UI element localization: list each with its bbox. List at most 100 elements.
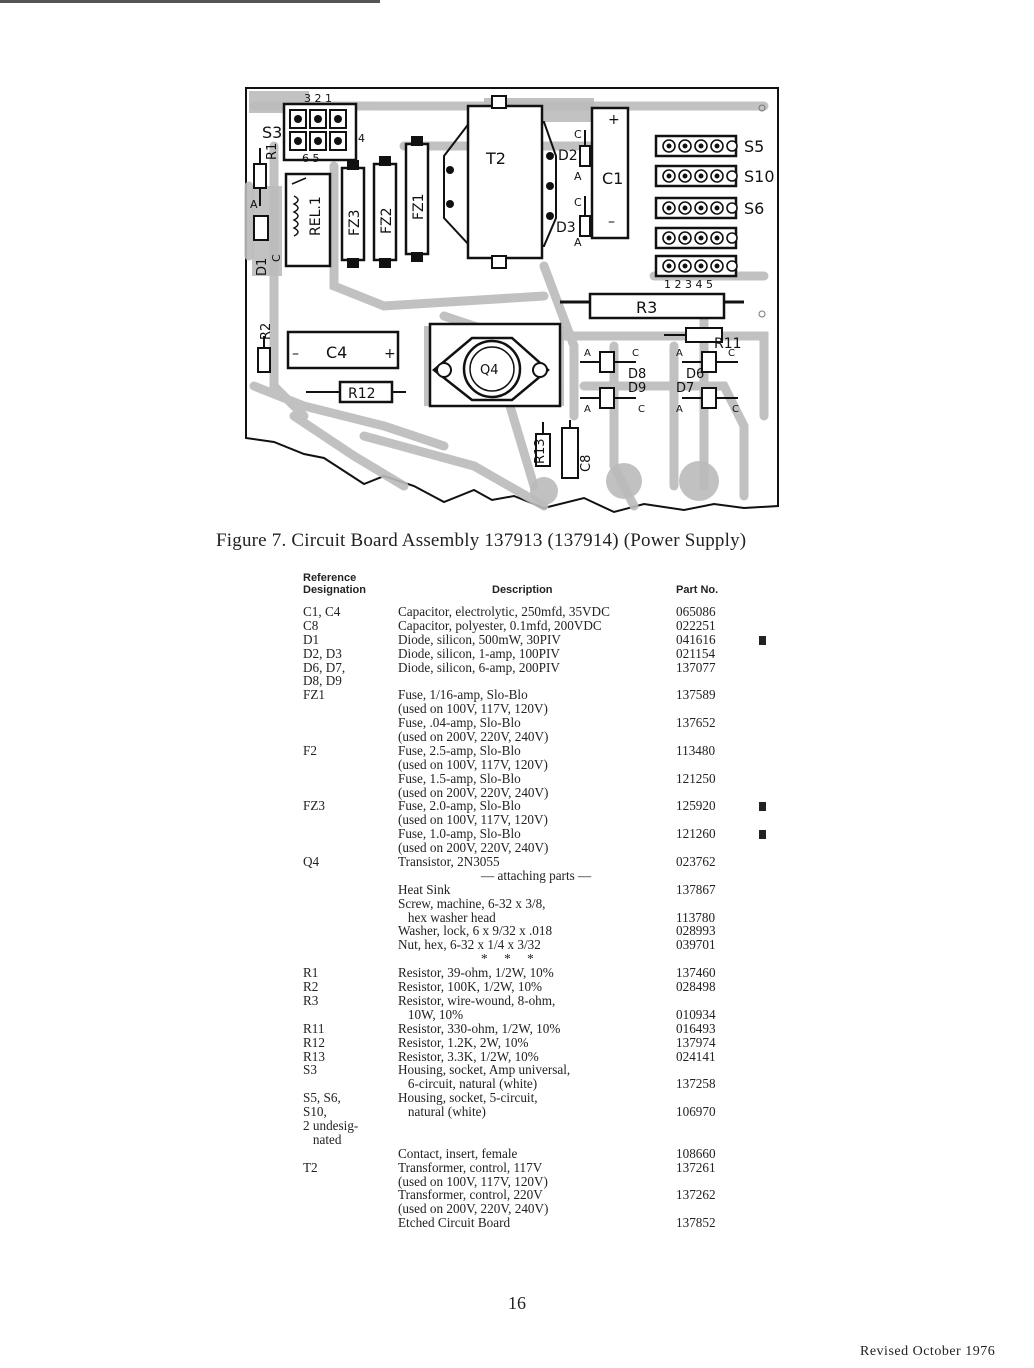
table-row: Screw, machine, 6-32 x 3/8, [303, 895, 783, 911]
part-number: 125920 [676, 798, 716, 814]
table-row: (used on 200V, 220V, 240V) [303, 730, 783, 744]
part-description: Transformer, control, 117V [398, 1159, 543, 1175]
part-number: 137974 [676, 1034, 716, 1050]
reference-designation: C8 [303, 617, 319, 633]
label-d2: D2 [558, 148, 578, 164]
reference-designation: 2 undesig- [303, 1117, 359, 1133]
header-ref-line2: Designation [303, 584, 366, 596]
label-d8-a: A [584, 348, 591, 359]
label-c1-minus: – [608, 214, 615, 230]
reference-designation: Q4 [303, 854, 320, 870]
reference-designation: FZ3 [303, 798, 325, 814]
part-description: (used on 100V, 117V, 120V) [398, 1173, 548, 1189]
part-description: Resistor, 330-ohm, 1/2W, 10% [398, 1020, 561, 1036]
table-row: R3 Resistor, wire-wound, 8-ohm, [303, 994, 783, 1008]
label-c8: C8 [579, 455, 594, 472]
label-r2: R2 [259, 323, 274, 340]
revision-mark [759, 802, 766, 812]
reference-designation: nated [303, 1131, 342, 1147]
label-s3: S3 [262, 123, 282, 142]
top-rule [0, 0, 380, 3]
part-number: 137077 [676, 659, 716, 675]
label-s5: S5 [744, 137, 764, 156]
table-row: Etched Circuit Board 137852 [303, 1216, 783, 1230]
part-number: 108660 [676, 1145, 716, 1161]
part-description: (used on 200V, 220V, 240V) [398, 729, 549, 745]
label-pin4: 4 [358, 132, 365, 145]
part-description: Resistor, 100K, 1/2W, 10% [398, 979, 543, 995]
part-number: 023762 [676, 854, 716, 870]
label-d7-a: A [676, 404, 683, 415]
part-description: Transistor, 2N3055 [398, 854, 500, 870]
part-description: Etched Circuit Board [398, 1215, 511, 1231]
part-description: Resistor, wire-wound, 8-ohm, [398, 992, 556, 1008]
part-number: 137652 [676, 715, 716, 731]
part-number: 137258 [676, 1076, 716, 1092]
part-description: natural (white) [398, 1104, 486, 1120]
part-description: Fuse, .04-amp, Slo-Blo [398, 715, 521, 731]
reference-designation: R3 [303, 992, 319, 1008]
part-number: 010934 [676, 1006, 716, 1022]
table-row: S5, S6,Housing, socket, 5-circuit, [303, 1091, 783, 1105]
part-description: Fuse, 1.0-amp, Slo-Blo [398, 826, 521, 842]
reference-designation: D8, D9 [303, 673, 342, 689]
label-t2: T2 [485, 149, 506, 168]
part-description: Diode, silicon, 6-amp, 200PIV [398, 659, 560, 675]
reference-designation: S3 [303, 1062, 317, 1078]
part-description: Capacitor, polyester, 0.1mfd, 200VDC [398, 617, 602, 633]
label-d3-a: A [574, 236, 582, 249]
table-row: * * * [303, 952, 783, 966]
table-row: Q4 Transistor, 2N3055 023762 [303, 855, 783, 869]
label-c4-plus: + [384, 346, 396, 362]
page-number: 16 [508, 1293, 526, 1313]
part-number: 137261 [676, 1159, 716, 1175]
label-d3-c: C [574, 196, 582, 209]
label-d7-c: C [732, 404, 739, 415]
label-c1-plus: + [608, 112, 620, 128]
part-description: 6-circuit, natural (white) [398, 1076, 538, 1092]
table-row: D8, D9 [303, 674, 783, 688]
part-number: 113480 [676, 742, 716, 758]
header-ref-line1: Reference [303, 572, 357, 584]
label-s6: S6 [744, 199, 764, 218]
circuit-board-diagram: S3 3 2 1 6 5 4 R1 REL.1 D1 C A FZ3 FZ2 F… [244, 87, 779, 514]
label-pins-bottom: 6 5 [302, 152, 320, 165]
header-part-no: Part No. [676, 584, 719, 596]
label-r1: R1 [265, 143, 280, 160]
table-row: (used on 100V, 117V, 120V) [303, 702, 783, 716]
part-description: 10W, 10% [398, 1006, 464, 1022]
label-r11: R11 [714, 336, 742, 352]
label-r3: R3 [636, 298, 657, 317]
part-number: 121250 [676, 770, 716, 786]
part-description: Fuse, 2.5-amp, Slo-Blo [398, 742, 521, 758]
label-s10: S10 [744, 167, 775, 186]
table-row: 10W, 10% 010934 [303, 1006, 783, 1022]
part-description: Transformer, control, 220V [398, 1187, 543, 1203]
part-number: 028498 [676, 979, 716, 995]
part-description: Screw, machine, 6-32 x 3/8, [398, 895, 546, 911]
header-description: Description [492, 584, 553, 596]
label-r13: R13 [533, 438, 548, 464]
part-number: 024141 [676, 1048, 716, 1064]
table-row: 2 undesig- [303, 1119, 783, 1133]
part-number: 021154 [676, 645, 716, 661]
label-d9-c: C [638, 404, 645, 415]
part-description: Housing, socket, Amp universal, [398, 1062, 571, 1078]
part-number: 106970 [676, 1104, 716, 1120]
part-number: 137852 [676, 1215, 716, 1231]
label-rel1: REL.1 [308, 196, 324, 236]
part-number: 016493 [676, 1020, 716, 1036]
part-description: * * * [481, 951, 534, 967]
part-number: 113780 [676, 909, 716, 925]
